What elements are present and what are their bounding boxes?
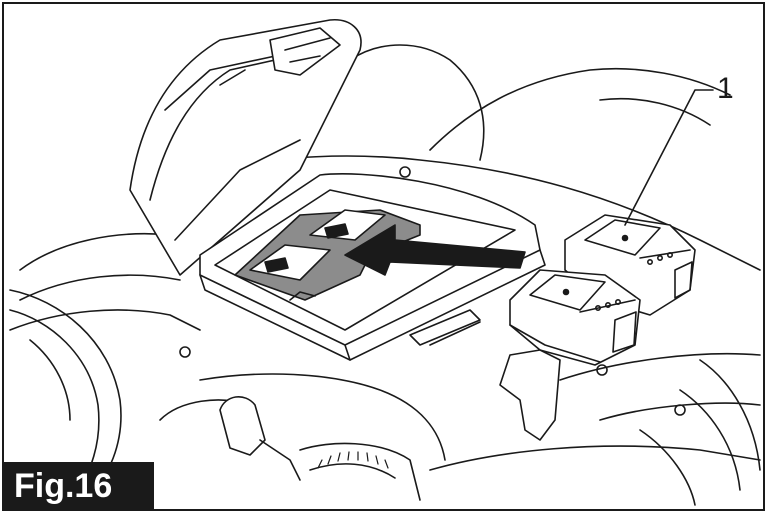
callout-1-leader <box>625 90 713 225</box>
handle-mount <box>220 350 560 500</box>
battery-ports <box>235 210 420 300</box>
opened-lid <box>130 20 361 275</box>
height-adjust-gear <box>318 452 388 468</box>
right-wheel <box>640 360 760 505</box>
figure-label: Fig.16 <box>4 462 154 511</box>
callout-1-label: 1 <box>717 72 734 105</box>
insert-direction-arrow <box>345 225 525 275</box>
battery-pack-front <box>510 270 640 365</box>
